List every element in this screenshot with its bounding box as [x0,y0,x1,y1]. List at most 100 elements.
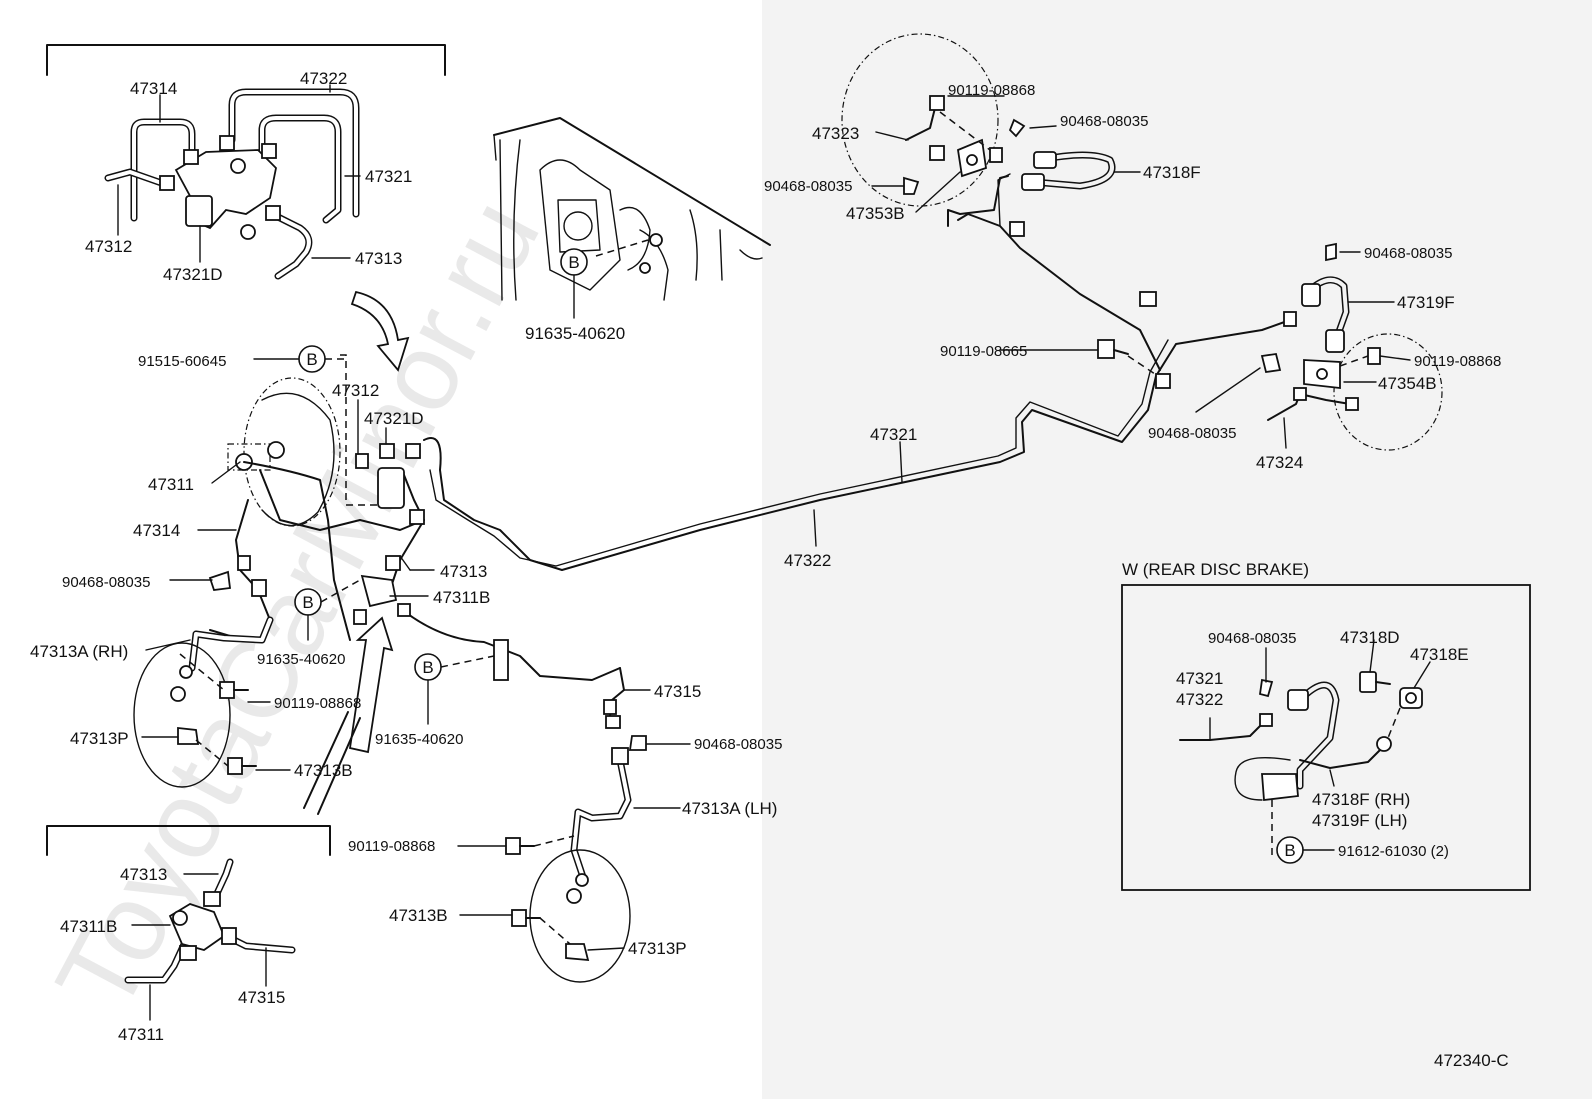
bolt-90119 [1097,339,1115,359]
bolt-47313B [511,909,527,927]
label: 47313A (LH) [682,799,777,818]
label: 47322 [1176,690,1223,709]
inset-rear-disc-brake: W (REAR DISC BRAKE) B 90468-08035 47318D… [1121,560,1531,891]
label: 90468-08035 [1148,425,1236,442]
union-nut [159,175,175,191]
label: 47321D [364,409,424,428]
diagram-code: 472340-C [1434,1051,1509,1070]
rear-left-assembly: 90119-08868 90468-08035 47323 47318F 904… [764,33,1201,227]
label: 90119-08868 [348,838,435,855]
caliper-block [1261,773,1299,802]
union-nut [261,143,277,159]
body-panel-sketch: B 91635-40620 [493,117,771,343]
label: 47314 [130,79,177,98]
inset-bracket-top [46,44,446,76]
hose-fitting [1287,689,1309,711]
inset-title: W (REAR DISC BRAKE) [1122,560,1309,579]
clip-90468 [903,176,920,195]
line-47321-47322 [1179,721,1265,741]
bolt-90119 [1367,347,1381,365]
clip [1139,291,1157,307]
way-union-47311B [360,574,398,608]
inset-frame [1121,584,1531,891]
arrow-detail-to-main [350,290,410,372]
label: 47318E [1410,645,1469,664]
line-47322-run [423,437,563,571]
label: 47313P [70,729,129,748]
inset-top-left: 47314 47322 47321 47312 47321D 47313 [46,44,446,372]
rear-lh-circle [841,33,999,207]
union-nut [1293,387,1307,401]
union-bolt-47318D [1359,671,1377,693]
main-brake-lines: 47321 47322 [555,173,1291,571]
bracket-dash [340,354,380,506]
label: 47315 [238,988,285,1007]
svg-text:B: B [302,593,313,612]
union-nut [603,699,617,715]
line-rear [947,175,1009,227]
main-left-assembly: B B B 91515-60645 47312 47321D 47311 [30,345,782,815]
label: 90468-08035 [1060,113,1148,130]
label: 47312 [85,237,132,256]
label: 47318D [1340,628,1400,647]
label: 47319F [1397,293,1455,312]
label: 90119-08868 [274,695,361,712]
label: 90119-08868 [948,82,1035,99]
label: 90119-08665 [940,343,1027,360]
union-nut [605,715,621,729]
label: 47313B [294,761,353,780]
union-nut [237,555,251,571]
union-nut [203,891,221,907]
union-nut [409,509,425,525]
valve-47321D [377,467,405,509]
label: 47318F [1143,163,1201,182]
union-nut [251,579,267,597]
union-nut [385,555,401,571]
union-nut [1345,397,1359,411]
inset-bracket-bottom [46,825,331,856]
clip-90468 [1260,352,1282,374]
label: 47324 [1256,453,1303,472]
label: 47311 [118,1025,164,1044]
label: 47314 [133,521,180,540]
valve-fitting [185,195,213,227]
label: 91515-60645 [138,353,226,370]
clip-90468 [208,570,232,591]
clip-47313P [565,943,590,962]
label: 47313B [389,906,448,925]
label: 47321 [1176,669,1223,688]
svg-text:B: B [568,253,579,272]
background-right [762,0,1592,1099]
union-nut [219,135,235,151]
label: 47323 [812,124,859,143]
clip [1155,373,1171,389]
union-nut [221,927,237,945]
bolt-90119 [219,681,235,699]
clamp-block [493,639,509,681]
clip-90468 [1008,118,1026,138]
union-nut [353,609,367,625]
valve-port [230,158,246,174]
label: 47353B [846,204,905,223]
hose-fitting [1301,283,1321,307]
clip-90468 [628,735,647,751]
rear-rh-circle [1333,333,1443,451]
label: 47311 [148,475,194,494]
inset-bottom-left: 47313 47311B 47315 47311 [46,825,331,1044]
union-nut [265,205,281,221]
label: 47312 [332,381,379,400]
label: 47321 [870,425,917,444]
line-47323 [905,103,937,141]
union-nut [355,453,369,469]
label: 47318F (RH) [1312,790,1410,809]
valve-port [240,224,256,240]
label: 90468-08035 [62,574,150,591]
line-rear-disc [1299,749,1381,769]
union-nut [179,945,197,961]
svg-text:B: B [422,658,433,677]
hose-fitting [1021,173,1045,191]
svg-text:B: B [306,350,317,369]
label: 47322 [784,551,831,570]
label: 47311B [433,588,490,607]
